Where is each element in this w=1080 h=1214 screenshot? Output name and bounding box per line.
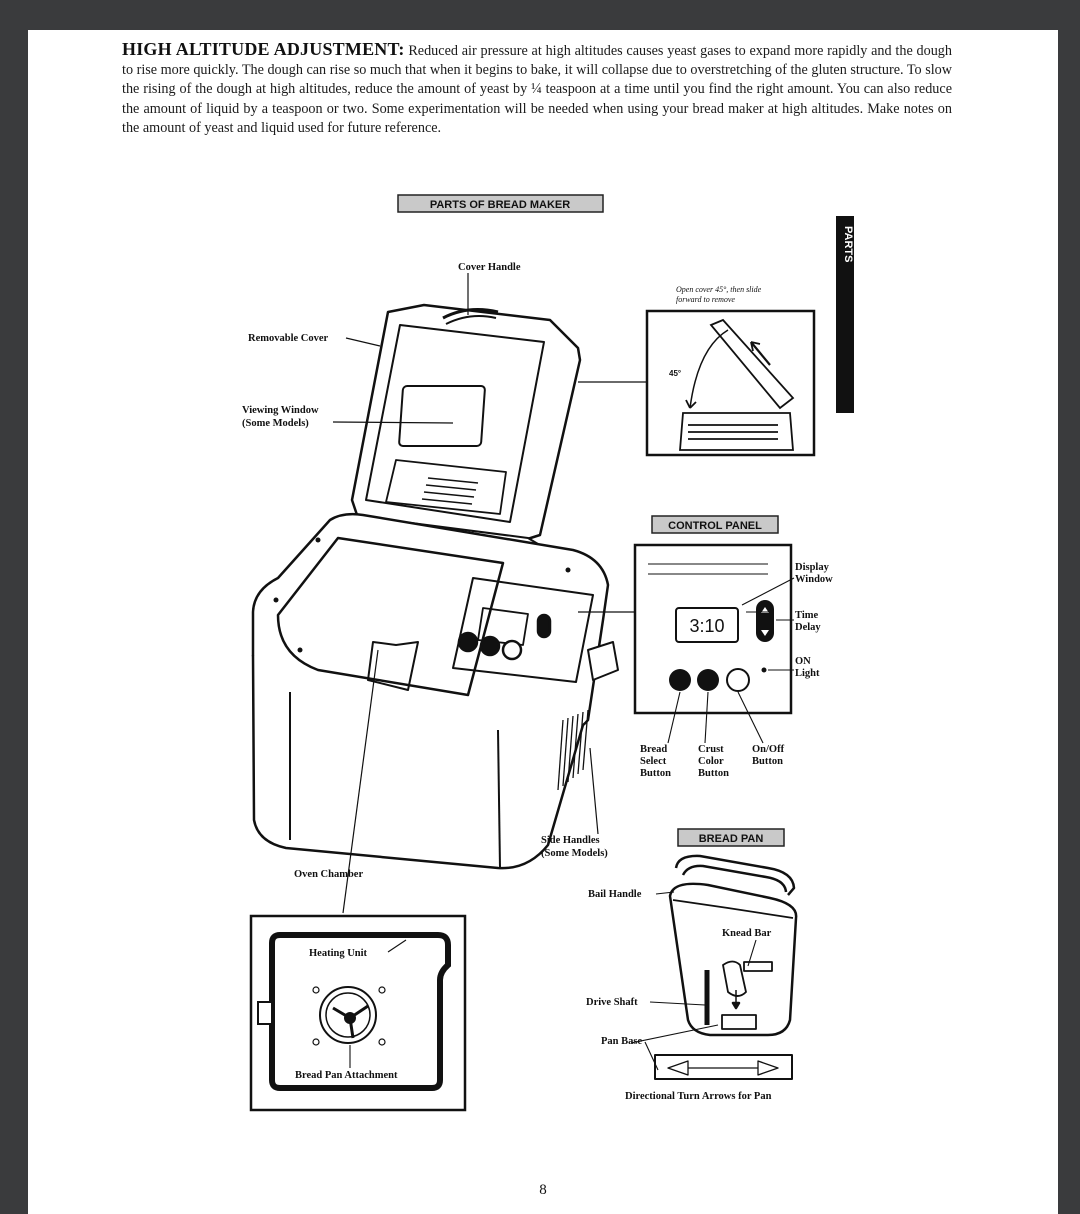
time-delay-label-2: Delay <box>795 622 821 633</box>
bread-pan-section: BREAD PAN <box>586 828 798 1102</box>
drive-shaft-label: Drive Shaft <box>586 997 638 1008</box>
bread-maker-parts-diagram: PARTS OF BREAD MAKER PARTS <box>242 194 854 1112</box>
oven-chamber-inset: Heating Unit Bread Pan Attachment <box>249 914 467 1112</box>
directional-arrows-label: Directional Turn Arrows for Pan <box>625 1091 772 1102</box>
bread-select-label-3: Button <box>640 768 671 779</box>
on-light-label-2: Light <box>795 668 820 679</box>
high-altitude-body: Reduced air pressure at high altitudes c… <box>122 43 952 136</box>
document-page: HIGH ALTITUDE ADJUSTMENT: Reduced air pr… <box>28 30 1058 1214</box>
side-handles-note: (Some Models) <box>541 848 608 859</box>
heating-unit-label: Heating Unit <box>309 948 368 959</box>
on-light-label: ON <box>795 656 811 667</box>
viewing-window-note: (Some Models) <box>242 418 309 429</box>
display-window-label: Display <box>795 562 830 573</box>
cover-inset-angle: 45° <box>669 369 681 378</box>
cover-removal-inset: Open cover 45°, then slide forward to re… <box>645 285 816 457</box>
cover-inset-note-2: forward to remove <box>676 295 735 304</box>
bread-pan-title: BREAD PAN <box>699 833 764 845</box>
viewing-window-label: Viewing Window <box>242 405 319 416</box>
side-tab: PARTS <box>836 216 854 413</box>
control-panel-inset: CONTROL PANEL 3:10 Displa <box>633 515 833 779</box>
cover-inset-note-1: Open cover 45°, then slide <box>676 285 762 294</box>
bread-maker-illustration <box>251 303 619 870</box>
bread-pan-attachment-label: Bread Pan Attachment <box>295 1070 398 1081</box>
pan-base-label: Pan Base <box>601 1036 642 1047</box>
crust-color-label-2: Color <box>698 756 724 767</box>
knead-bar-label: Knead Bar <box>722 928 772 939</box>
display-value: 3:10 <box>689 616 724 636</box>
leader-lines <box>332 273 648 914</box>
onoff-label: On/Off <box>752 744 785 755</box>
bread-select-label-2: Select <box>640 756 667 767</box>
bail-handle-label: Bail Handle <box>588 889 642 900</box>
crust-color-label-3: Button <box>698 768 729 779</box>
parts-title-box: PARTS OF BREAD MAKER <box>397 194 604 213</box>
display-window-label-2: Window <box>795 574 833 585</box>
side-tab-label: PARTS <box>842 226 854 262</box>
oven-chamber-label: Oven Chamber <box>294 869 363 880</box>
cover-handle-label: Cover Handle <box>458 262 521 273</box>
removable-cover-label: Removable Cover <box>248 333 329 344</box>
high-altitude-heading: HIGH ALTITUDE ADJUSTMENT: <box>122 39 405 59</box>
high-altitude-paragraph: HIGH ALTITUDE ADJUSTMENT: Reduced air pr… <box>122 39 952 138</box>
control-panel-title: CONTROL PANEL <box>668 520 762 532</box>
page-number: 8 <box>539 1182 547 1198</box>
time-delay-label: Time <box>795 610 818 621</box>
parts-title: PARTS OF BREAD MAKER <box>430 199 570 211</box>
crust-color-label: Crust <box>698 744 724 755</box>
side-handles-label: Side Handles <box>541 835 600 846</box>
viewer-top-bar <box>0 0 1080 30</box>
onoff-label-2: Button <box>752 756 783 767</box>
bread-select-label: Bread <box>640 744 667 755</box>
